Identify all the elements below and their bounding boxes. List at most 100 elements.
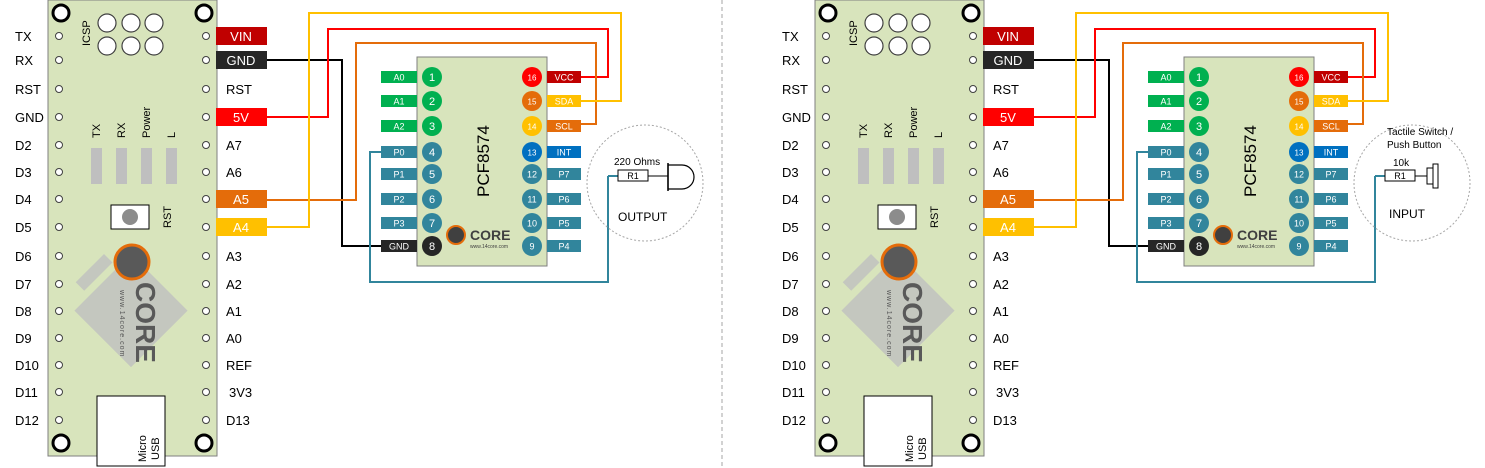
wire-sda [265, 12, 622, 228]
pin-label-left: D8 [782, 304, 799, 319]
icsp-pin [888, 36, 908, 56]
chip-pin-dot [1189, 116, 1209, 136]
component-callout [586, 124, 704, 242]
reset-button-knob [889, 209, 905, 225]
led-label: TX [858, 123, 870, 138]
chip-pin-label: SCL [1322, 122, 1340, 132]
chip-pin-left [381, 120, 417, 132]
logo-bar [75, 253, 113, 291]
chip-pin-right [547, 71, 581, 83]
pin-label-right: A0 [993, 331, 1009, 346]
chip-pin-label: A0 [1160, 73, 1171, 83]
pin-hole [969, 56, 977, 64]
chip-pin-right [547, 193, 581, 205]
pin-label-left: D3 [15, 165, 32, 180]
pin-hole [202, 307, 210, 315]
chip-pin-dot [522, 142, 542, 162]
circuit-caption: OUTPUT [618, 210, 668, 224]
pin-label-left: D10 [15, 358, 39, 373]
chip-pin-left [381, 168, 417, 180]
pin-label-left: GND [782, 110, 811, 125]
pin-hole [202, 113, 210, 121]
chip-pin-dot [1289, 236, 1309, 256]
chip-logo-emblem [446, 225, 466, 245]
pin-hole [969, 32, 977, 40]
pin-hole [969, 141, 977, 149]
chip-pin-number: 15 [1295, 98, 1304, 107]
chip-pin-dot [1289, 116, 1309, 136]
chip-pin-left [381, 71, 417, 83]
chip-pin-left [1148, 71, 1184, 83]
pin-highlight [216, 190, 267, 208]
pin-label-right: D13 [993, 413, 1017, 428]
pin-label-left: D2 [15, 138, 32, 153]
chip-pin-dot [1189, 189, 1209, 209]
chip-pin-dot [1289, 142, 1309, 162]
wire-scl [1032, 42, 1364, 201]
resistor-label: R1 [627, 171, 639, 181]
chip-pin-number: 15 [528, 98, 537, 107]
chip-pin-label: P0 [1160, 148, 1171, 158]
chip-pin-dot [1189, 142, 1209, 162]
pin-hole [55, 280, 63, 288]
pin-label-left: TX [782, 29, 799, 44]
chip-pin-dot [422, 142, 442, 162]
icsp-pin [97, 36, 117, 56]
icsp-pin [144, 13, 164, 33]
icsp-pin [888, 13, 908, 33]
icsp-label: ICSP [81, 20, 93, 46]
chip-pin-left [381, 193, 417, 205]
reset-button-knob [122, 209, 138, 225]
chip-pin-label: P0 [393, 148, 404, 158]
chip-name: PCF8574 [474, 125, 493, 197]
chip-pin-label: P6 [1325, 195, 1336, 205]
pin-hole [822, 334, 830, 342]
chip-pin-dot [522, 213, 542, 233]
pin-hole [822, 280, 830, 288]
chip-pin-number: 4 [429, 147, 435, 159]
pin-highlight [216, 218, 267, 236]
pin-hole [969, 252, 977, 260]
chip-pin-number: 11 [527, 195, 536, 205]
chip-pin-number: 12 [1294, 170, 1304, 180]
chip-pin-dot [422, 164, 442, 184]
chip-pin-number: 7 [1196, 218, 1202, 230]
pin-label-left: D3 [782, 165, 799, 180]
chip-pin-dot [1289, 67, 1309, 87]
pin-hole [822, 168, 830, 176]
chip-pin-label: P5 [1325, 219, 1336, 229]
pin-hole [822, 85, 830, 93]
pin-label-right: 5V [1000, 110, 1016, 125]
chip-pin-label: A2 [393, 122, 404, 132]
pin-hole [55, 252, 63, 260]
chip-pin-left [1148, 217, 1184, 229]
chip-pin-label: P7 [558, 170, 569, 180]
pin-label-right: RST [993, 82, 1019, 97]
chip-logo-url: www.14core.com [1237, 244, 1275, 250]
pin-label-left: D8 [15, 304, 32, 319]
chip-pin-number: 9 [529, 242, 534, 252]
pin-hole [202, 195, 210, 203]
pin-hole [969, 361, 977, 369]
chip-pin-number: 10 [527, 219, 537, 229]
pin-hole [55, 334, 63, 342]
pin-hole [202, 416, 210, 424]
chip-pin-label: A2 [1160, 122, 1171, 132]
pin-label-left: D9 [15, 331, 32, 346]
pin-highlight [983, 190, 1034, 208]
icsp-pin [144, 36, 164, 56]
pin-hole [822, 195, 830, 203]
icsp-pin [121, 13, 141, 33]
chip-pin-label: A1 [1160, 97, 1171, 107]
chip-pin-dot [1189, 67, 1209, 87]
pin-hole [55, 388, 63, 396]
pin-label-right: REF [993, 358, 1019, 373]
pin-label-right: GND [994, 53, 1023, 68]
chip-pin-number: 2 [1196, 96, 1202, 108]
chip-pin-right [547, 120, 581, 132]
pin-label-right: GND [227, 53, 256, 68]
pcf8574-chip [416, 56, 548, 267]
chip-pin-number: 2 [429, 96, 435, 108]
switch-body [1426, 167, 1434, 185]
pin-label-left: GND [15, 110, 44, 125]
